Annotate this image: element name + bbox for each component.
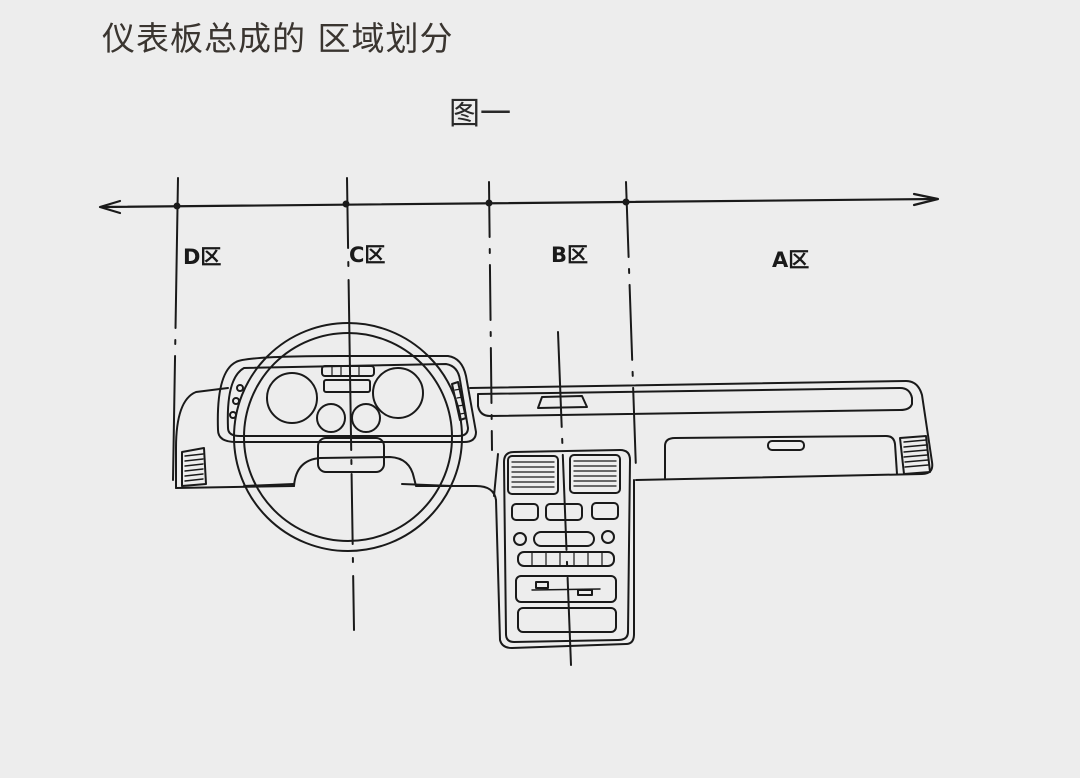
zone-dividers — [172, 177, 637, 666]
axis-node-c — [342, 200, 350, 208]
left-arrow-icon — [98, 199, 122, 215]
right-vent-icon — [903, 439, 929, 468]
speedometer-gauge — [372, 367, 424, 419]
glove-box-handle-icon — [767, 440, 805, 451]
divider-center — [557, 331, 572, 666]
horn-pad — [317, 437, 385, 473]
cassette-slot-icon — [577, 589, 593, 596]
zone-labels: D区 C区 B区 A区 — [183, 243, 809, 272]
divider-c — [346, 177, 355, 631]
zone-label-a: A区 — [772, 248, 809, 272]
left-vent-icon — [184, 453, 204, 482]
divider-b — [488, 181, 493, 451]
radio-display-icon — [535, 581, 549, 589]
zone-label-d: D区 — [183, 245, 221, 269]
instrument-cluster — [216, 355, 477, 443]
climate-knob-right-icon — [601, 530, 615, 544]
cluster-button-1-icon — [236, 384, 244, 392]
warning-lights-strip — [321, 365, 375, 377]
zone-label-c: C区 — [349, 243, 385, 267]
glove-box — [664, 435, 898, 479]
defrost-vent-icon — [537, 395, 588, 409]
steering-wheel — [233, 322, 463, 552]
radio-preset-strip — [517, 551, 615, 567]
climate-slider — [533, 531, 595, 547]
page-title: 仪表板总成的 区域划分 — [102, 19, 454, 58]
center-vent-right-icon — [569, 454, 621, 494]
divider-a — [625, 181, 637, 471]
console-button-2-icon — [545, 503, 583, 521]
odometer-display — [323, 379, 371, 393]
climate-knob-left-icon — [513, 532, 527, 546]
storage-tray — [517, 607, 617, 633]
center-vent-left-icon — [507, 455, 559, 495]
figure-caption: 图一 — [449, 96, 511, 132]
center-console — [493, 449, 635, 649]
console-button-1-icon — [511, 503, 539, 521]
zone-label-b: B区 — [551, 243, 588, 267]
temp-gauge — [351, 403, 381, 433]
cluster-button-2-icon — [232, 397, 240, 405]
console-button-3-icon — [591, 502, 619, 520]
fuel-gauge — [316, 403, 346, 433]
radio-unit — [515, 575, 617, 603]
divider-d — [172, 177, 179, 481]
right-arrow-icon — [912, 192, 940, 207]
tachometer-gauge — [266, 372, 318, 424]
zone-axis — [98, 192, 940, 215]
dashboard-body — [175, 380, 934, 501]
